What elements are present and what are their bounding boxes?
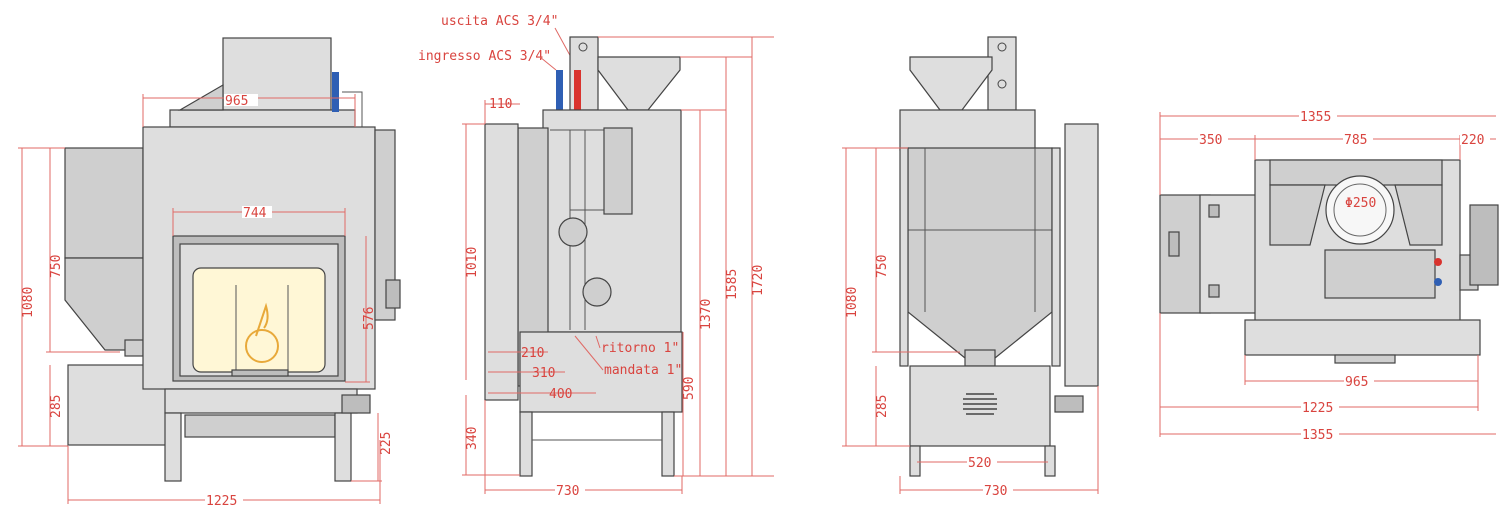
flame-icon (245, 329, 279, 363)
dim-front-285: 285 (49, 395, 64, 418)
dim-side-1585: 1585 (725, 269, 740, 300)
dim-side-340: 340 (465, 427, 480, 450)
dim-top-1225: 1225 (1302, 401, 1333, 416)
dim-side-730: 730 (556, 484, 579, 499)
dim-side-110: 110 (489, 97, 512, 112)
dim-top-220: 220 (1461, 133, 1484, 148)
dim-back-730: 730 (984, 484, 1007, 499)
label-ingresso: ingresso ACS 3/4" (418, 49, 551, 64)
dim-front-1080: 1080 (21, 287, 36, 318)
dim-front-1225: 1225 (206, 494, 237, 508)
dim-front-744: 744 (243, 206, 267, 221)
dim-side-310: 310 (532, 366, 555, 381)
back-auger-box (909, 365, 1051, 447)
flue-circle (1325, 175, 1395, 245)
dim-front-965: 965 (225, 94, 248, 109)
dim-front-576: 576 (362, 307, 377, 330)
top-view: Φ250 1355 350 785 220 965 1225 1355 (1159, 110, 1499, 443)
back-hopper (907, 147, 1053, 359)
label-mandata: mandata 1" (604, 363, 682, 378)
front-cold-pipe (332, 72, 339, 112)
dim-top-1355a: 1355 (1300, 110, 1331, 125)
side-hot-pipe (574, 70, 581, 110)
dim-back-750: 750 (875, 255, 890, 278)
vent-icon (963, 393, 997, 415)
dim-top-965: 965 (1345, 375, 1368, 390)
dim-front-225: 225 (379, 432, 394, 455)
dim-top-350: 350 (1199, 133, 1222, 148)
front-glass (192, 267, 326, 373)
front-hopper (64, 147, 144, 259)
label-phi250: Φ250 (1345, 196, 1376, 211)
dim-side-210: 210 (521, 346, 544, 361)
dim-back-285: 285 (875, 395, 890, 418)
side-view: uscita ACS 3/4" ingresso ACS 3/4" ritorn… (418, 14, 774, 499)
front-view: 965 744 1080 750 576 285 225 1225 (18, 37, 401, 508)
label-uscita: uscita ACS 3/4" (441, 14, 558, 29)
dim-side-1720: 1720 (751, 265, 766, 296)
dim-back-1080: 1080 (845, 287, 860, 318)
dim-top-1355b: 1355 (1302, 428, 1333, 443)
dim-side-590: 590 (682, 377, 697, 400)
dim-side-1010: 1010 (465, 247, 480, 278)
dim-side-400: 400 (549, 387, 572, 402)
dim-top-785: 785 (1344, 133, 1367, 148)
side-cold-pipe (556, 70, 563, 110)
dim-back-520: 520 (968, 456, 991, 471)
label-ritorno: ritorno 1" (601, 341, 679, 356)
back-view: 1080 750 285 520 730 (842, 36, 1099, 499)
dim-front-750: 750 (49, 255, 64, 278)
dim-side-1370: 1370 (699, 299, 714, 330)
